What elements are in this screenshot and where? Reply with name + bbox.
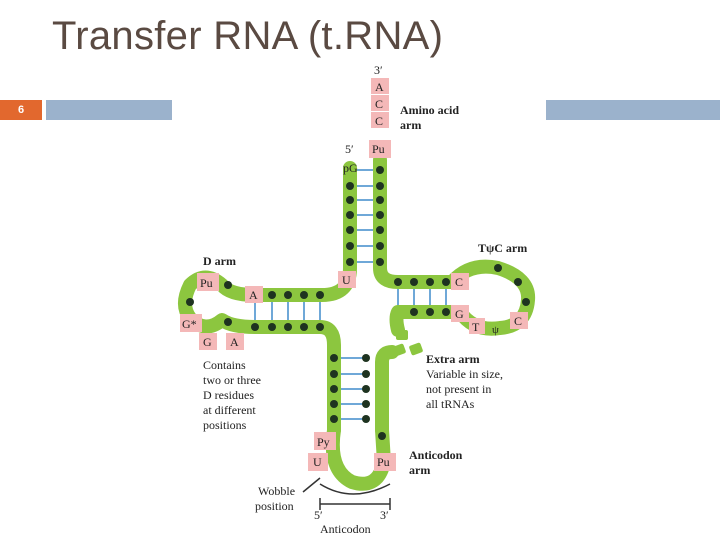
ac-py-label: Py [317,435,330,449]
d-pu-label: Pu [200,276,213,290]
slide-number: 6 [0,100,42,120]
d-g-label: G [203,335,212,349]
nucleotide-dots [186,166,530,440]
d-note-2: two or three [203,373,261,387]
anticodon-bracket [302,477,391,510]
slide-title: Transfer RNA (t.RNA) [52,14,444,58]
tpsic-arm-label: TψC arm [478,241,527,255]
d-note-1: Contains [203,358,246,372]
header-band-left [46,100,172,120]
d-note-3: D residues [203,388,254,402]
t-t-label: T [472,320,480,334]
d-arm-label: D arm [203,254,236,268]
d-note-5: positions [203,418,247,432]
pg-label: pG [343,161,358,175]
end5-label: 5′ [345,142,354,156]
base-boxes [180,78,528,471]
end3-top-label: 3′ [374,63,383,77]
anticodon-arm-label-2: arm [409,463,430,477]
amino-acid-arm-label-2: arm [400,118,421,132]
ac-u-label: U [313,455,322,469]
header-band-right [546,100,720,120]
anticodon-label: Anticodon [320,522,371,536]
d-note-4: at different [203,403,256,417]
acceptor-base-a: A [375,80,384,94]
t-psi-label: ψ [492,324,499,336]
d-a2-label: A [230,335,239,349]
acceptor-base-c2: C [375,114,383,128]
d-gstar-label: G* [182,317,197,331]
wobble-label-1: Wobble [258,484,295,498]
ac-5-label: 5′ [314,508,323,522]
d-a-label: A [249,288,258,302]
ac-3-label: 3′ [380,508,389,522]
extra-arm-label: Extra arm [426,352,480,366]
t-c2-label: C [514,314,522,328]
wobble-label-2: position [255,499,294,513]
ac-pu-label: Pu [377,455,390,469]
extra-note-1: Variable in size, [426,367,503,381]
extra-note-3: all tRNAs [426,397,475,411]
d-u-label: U [342,273,351,287]
extra-note-2: not present in [426,382,491,396]
anticodon-arm-label-1: Anticodon [409,448,463,462]
pu-top-label: Pu [372,142,385,156]
t-c1-label: C [455,275,463,289]
extra-arm-strand [392,330,423,357]
t-g-label: G [455,307,464,321]
acceptor-base-c1: C [375,97,383,111]
amino-acid-arm-label-1: Amino acid [400,103,459,117]
